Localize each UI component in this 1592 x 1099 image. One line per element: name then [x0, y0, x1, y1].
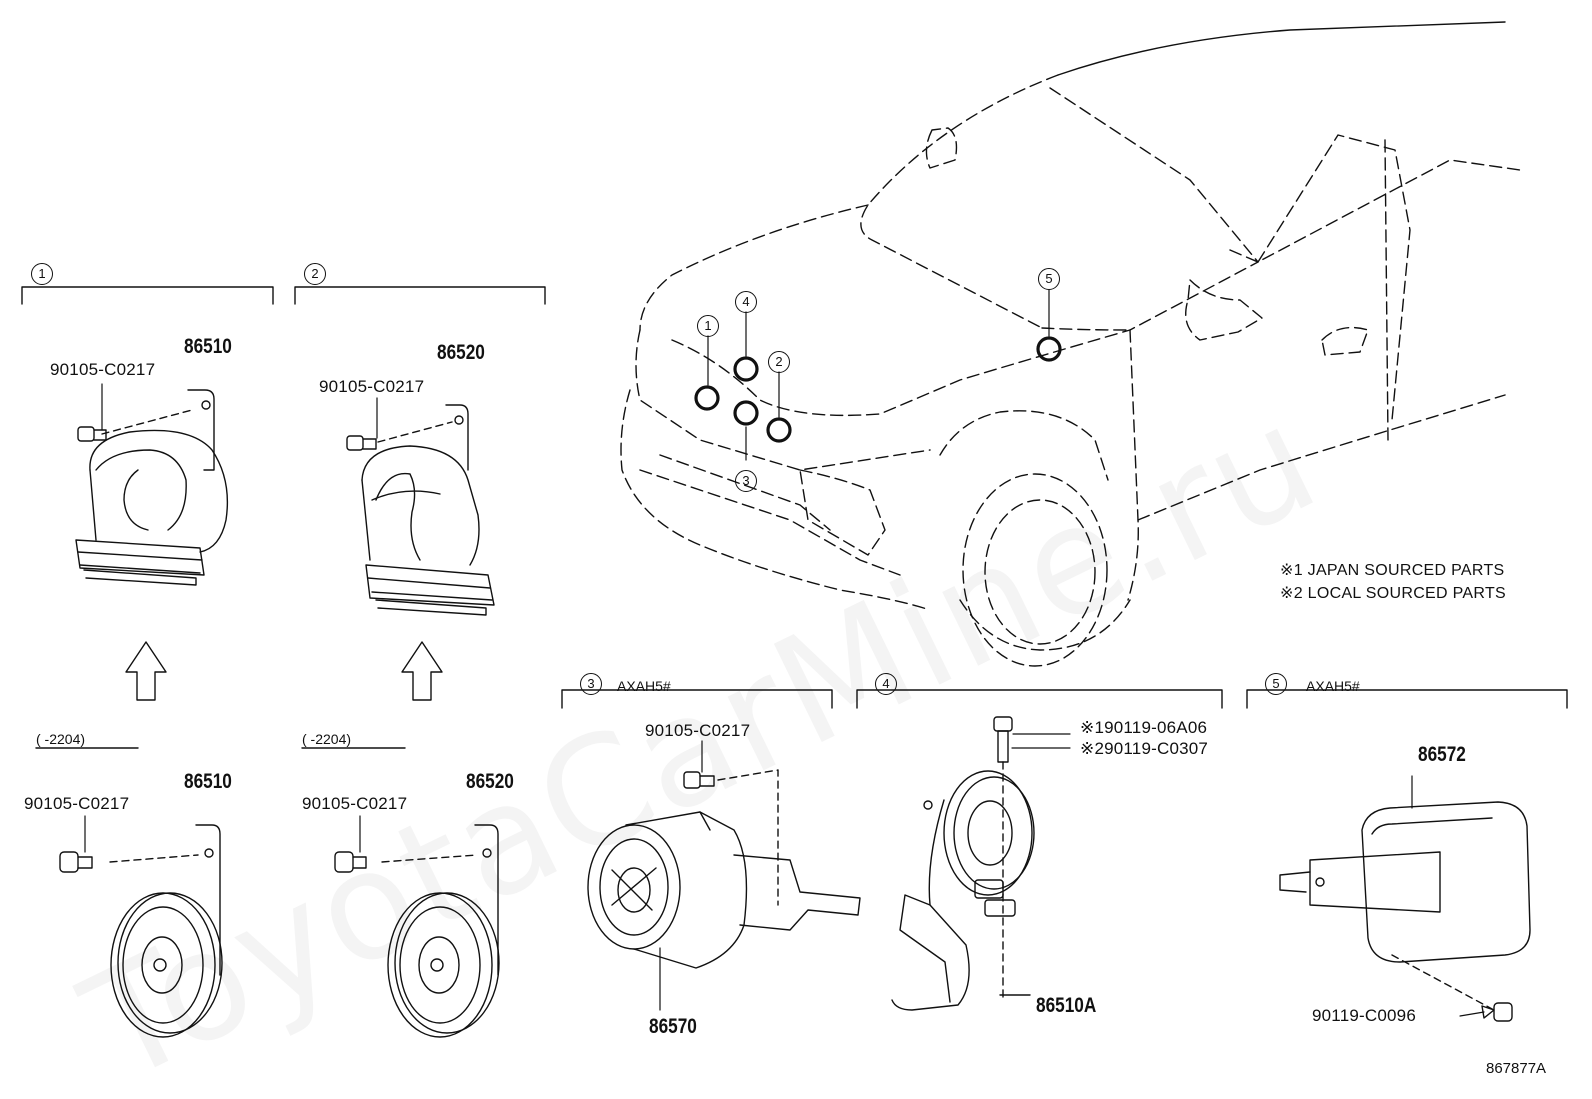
- note-japan-sourced: ※1 JAPAN SOURCED PARTS: [1280, 562, 1505, 579]
- section-3-model: AXAH5#: [617, 678, 671, 694]
- arrow-up-1: [125, 641, 167, 701]
- bracket-3: [561, 689, 833, 709]
- part-number-86572: 86572: [1418, 743, 1466, 766]
- car-callout-4: 4: [735, 291, 757, 313]
- bracket-1: [21, 286, 274, 305]
- section-5-model: AXAH5#: [1306, 678, 1360, 694]
- bolt-number-s1-b: 90105-C0217: [24, 794, 130, 813]
- section-2-number: 2: [304, 263, 326, 285]
- diagram-id: 867877A: [1486, 1060, 1547, 1077]
- bolt-number-s2: 90105-C0217: [319, 377, 425, 396]
- car-callout-1: 1: [697, 315, 719, 337]
- part-number-86510: 86510: [184, 335, 232, 358]
- part-number-86520: 86520: [437, 341, 485, 364]
- part-number-86510A: 86510A: [1036, 994, 1097, 1017]
- horn-86570: [587, 769, 861, 969]
- bolt-number-s4-2: 90119-C0307: [1104, 739, 1209, 758]
- section-5-number: 5: [1265, 673, 1287, 695]
- bracket-2: [294, 286, 546, 305]
- car-leaders: [707, 289, 1050, 461]
- car-outline: [620, 21, 1521, 667]
- horn-disc-1: [59, 824, 223, 1038]
- japan-mark: ※1: [1080, 718, 1105, 737]
- bolt-number-s4-1: 90119-06A06: [1104, 718, 1208, 737]
- note-local-sourced: ※2 LOCAL SOURCED PARTS: [1280, 585, 1506, 602]
- bolt-mark-2: ※290119-C0307: [1080, 740, 1208, 757]
- bolt-number-s2-b: 90105-C0217: [302, 794, 408, 813]
- car-callout-rings: [694, 336, 1062, 443]
- section-1-number: 1: [31, 263, 53, 285]
- car-callout-2: 2: [768, 351, 790, 373]
- bracket-5: [1246, 689, 1568, 709]
- bolt-number-s3: 90105-C0217: [645, 721, 751, 740]
- horn-86510A: [891, 716, 1035, 1011]
- car-callout-5: 5: [1038, 268, 1060, 290]
- car-callout-3: 3: [735, 470, 757, 492]
- arrow-up-2: [401, 641, 443, 701]
- part-number-86520-b: 86520: [466, 770, 514, 793]
- horn-snail-2: [346, 404, 495, 616]
- horn-disc-2: [334, 824, 500, 1038]
- bracket-4: [856, 689, 1223, 709]
- bolt-number-s5: 90119-C0096: [1312, 1006, 1416, 1025]
- part-86572: [1279, 801, 1531, 1022]
- section-4-number: 4: [875, 673, 897, 695]
- label-leaders: [84, 383, 1485, 1017]
- bolt-mark-1: ※190119-06A06: [1080, 719, 1207, 736]
- bolt-number-s1: 90105-C0217: [50, 360, 156, 379]
- local-mark: ※2: [1080, 739, 1105, 758]
- part-number-86570: 86570: [649, 1015, 697, 1038]
- horn-snail-1: [75, 389, 229, 586]
- section-3-number: 3: [580, 673, 602, 695]
- part-number-86510-b: 86510: [184, 770, 232, 793]
- range-s2: ( -2204): [302, 731, 352, 747]
- range-s1: ( -2204): [36, 731, 86, 747]
